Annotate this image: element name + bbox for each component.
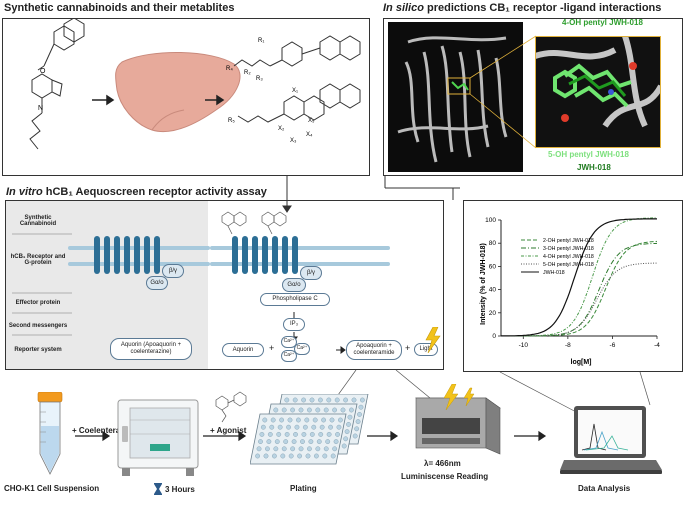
luminometer [415,384,501,455]
gprotein-betagamma-left: β/γ [162,264,184,278]
ligand-molecules [221,211,287,235]
legend-label: 5-OH pentyl JWH-018 [543,262,594,268]
atom-n: N [38,105,43,112]
legend-label: 2-OH pentyl JWH-018 [543,238,594,244]
row-label-cannabinoid: Synthetic Cannabinoid [19,215,57,227]
assay-title: In vitro hCB₁ Aequoscreen receptor activ… [6,186,267,198]
gprotein-galpha-right: Gα/o [282,278,306,292]
gprotein-betagamma-right: β/γ [300,266,322,280]
metabolite-2-molecule [237,83,361,123]
label-4oh: 4-OH pentyl JWH-018 [562,18,643,27]
assay-title-rest: hCB₁ Aequoscreen receptor activity assay [45,186,267,198]
chart-y-tick-label: 0 [492,333,496,340]
cannabinoids-title: Synthetic cannabinoids and their metabli… [4,2,235,14]
agonist-molecule [215,391,247,423]
analysis-label: Data Analysis [578,484,631,493]
calcium-1: Ca²⁺ [281,336,297,348]
plates [250,394,369,465]
chart-x-tick-label: -10 [519,342,529,349]
chart-x-tick-label: -4 [654,342,660,349]
chart-xlabel: log[M] [571,359,592,366]
liver-image [115,51,241,133]
laptop [560,406,662,474]
label-jwh: JWH-018 [577,163,611,172]
chart-panel [463,200,683,372]
row-label-effector: Effector protein [15,300,61,306]
jwh018-molecule [29,18,85,150]
chart-series-5 [501,218,657,337]
legend-label: JWH-018 [543,270,565,276]
plus-sign-2: + [405,343,411,353]
insilico-title: In silico predictions CB₁ receptor -liga… [383,2,661,14]
dose-response-chart: Intensity (% of JWH-018) log[M] -10 -8 -6 -… [480,217,660,366]
cell-tube [37,392,63,475]
apoaquorin-pill: Apoaquorin + coelenteramide [346,340,402,360]
lightning-icon [425,327,441,353]
plating-label: Plating [290,484,317,493]
atom-x1: X₁ [292,88,298,94]
assay-title-italic: In vitro [6,186,43,198]
chart-y-tick-label: 20 [489,310,497,317]
calcium-3: Ca²⁺ [281,350,297,362]
zoom-lines [469,35,537,149]
atom-x5: X₅ [308,118,315,124]
chart-ylabel: Intensity (% of JWH-018) [480,243,487,325]
incubator [117,399,199,476]
cannabinoids-scheme: O N R₁ R₂ R₃ R₄ X₁ X₂ X₃ X₄ X₅ R₅ [29,18,361,150]
atom-r2: R₂ [244,70,251,76]
atom-x4: X₄ [306,132,313,138]
calcium-2: Ca²⁺ [294,343,310,355]
atom-r3: R₃ [256,76,263,82]
row-label-reporter: Reporter system [14,347,62,353]
atom-r5: R₅ [228,118,235,124]
metabolite-1-molecule [233,35,361,67]
coelenterazine-label: + Coelenterazine [72,426,136,435]
binding-pocket-zoom [535,36,661,148]
chart-y-tick-label: 80 [489,240,497,247]
atom-x2: X₂ [278,126,285,132]
well-plate [250,413,347,465]
chart-y-tick-label: 60 [489,263,497,270]
hours-label: 3 Hours [165,485,195,494]
wavelength-label: λ= 466nm [424,459,461,468]
gprotein-galpha-left: Gα/o [146,276,168,290]
label-5oh: 5-OH pentyl JWH-018 [548,150,629,159]
insilico-title-rest: predictions CB₁ receptor -ligand interac… [427,2,662,14]
agonist-label: + Agonist [210,426,247,435]
atom-r1: R₁ [258,38,264,44]
atom-o: O [40,68,46,75]
row-label-messengers: Second messengers [8,323,68,329]
phospholipase-c-pill: Phospholipase C [260,293,330,306]
arrow-1 [92,94,115,106]
chart-series-4 [501,262,657,337]
aquorin-pill: Aquorin [222,343,264,357]
chart-y-tick-label: 100 [485,217,496,224]
assay-dividers [12,233,72,336]
reading-label: Luminiscense Reading [401,472,489,481]
chart-y-tick-label: 40 [489,287,497,294]
cho-label: CHO-K1 Cell Suspension [4,484,100,493]
receptor-structure [388,22,523,172]
membrane-right [210,236,390,274]
chart-x-tick-label: -6 [610,342,616,349]
row-label-receptor: hCB₁ Receptor and G-protein [10,254,66,266]
chart-x-tick-label: -8 [565,342,571,349]
reporter-left-pill: Aquorin (Apoaquorin + coelenterazine) [110,338,192,360]
atom-r4: R₄ [226,66,233,72]
plus-sign: + [269,343,275,353]
ip3-pill: IP₃ [283,318,305,331]
atom-x3: X₃ [290,138,297,144]
insilico-title-italic: In silico [383,2,424,14]
arrow-2 [205,94,225,106]
legend-label: 4-OH pentyl JWH-018 [543,254,594,260]
legend-label: 3-OH pentyl JWH-018 [543,246,594,252]
hourglass-icon [154,483,162,495]
